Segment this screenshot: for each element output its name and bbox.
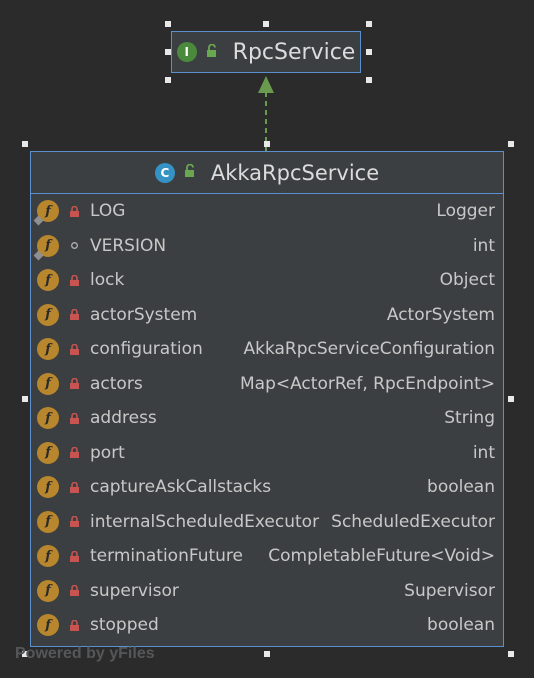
field-icon: f (37, 269, 59, 292)
field-icon: f (37, 372, 59, 395)
interface-icon: I (176, 42, 197, 62)
resize-handle[interactable] (508, 396, 514, 402)
field-name: supervisor (90, 580, 179, 601)
resize-handle[interactable] (165, 77, 171, 83)
field-row[interactable]: f lock Object (31, 263, 503, 298)
field-name: port (90, 442, 125, 463)
field-type: Map<ActorRef, RpcEndpoint> (239, 373, 495, 394)
field-row[interactable]: f port int (31, 436, 503, 471)
private-lock-icon (70, 619, 79, 631)
interface-title: RpcService (232, 39, 356, 65)
field-row[interactable]: f supervisor Supervisor (31, 574, 503, 609)
private-lock-icon (70, 343, 79, 355)
field-type: ActorSystem (386, 304, 495, 325)
resize-handle[interactable] (165, 49, 171, 55)
field-name: internalScheduledExecutor (90, 511, 320, 532)
field-row[interactable]: f actors Map<ActorRef, RpcEndpoint> (31, 367, 503, 402)
field-name: LOG (90, 201, 126, 222)
field-type: boolean (427, 615, 495, 636)
field-row[interactable]: f captureAskCallstacks boolean (31, 470, 503, 505)
resize-handle[interactable] (264, 141, 270, 147)
resize-handle[interactable] (508, 141, 514, 147)
field-icon: f (37, 510, 59, 533)
field-type: Object (439, 270, 495, 291)
package-visibility-icon (71, 242, 78, 250)
class-icon: C (154, 162, 175, 183)
field-type: String (444, 408, 495, 429)
resize-handle[interactable] (22, 141, 28, 147)
field-icon: f (37, 303, 59, 326)
field-row[interactable]: f address String (31, 401, 503, 436)
field-icon: f (37, 338, 59, 361)
class-header: C AkkaRpcService (31, 152, 503, 194)
private-lock-icon (70, 274, 79, 286)
watermark: Powered by yFiles (15, 645, 155, 662)
field-row[interactable]: f internalScheduledExecutor ScheduledExecu… (31, 505, 503, 540)
field-name: actors (90, 373, 143, 394)
resize-handle[interactable] (508, 651, 514, 657)
field-icon: f (37, 441, 59, 464)
field-row[interactable]: f configuration AkkaRpcServiceConfiguratio… (31, 332, 503, 367)
private-lock-icon (70, 309, 79, 321)
private-lock-icon (70, 585, 79, 597)
field-icon: f (37, 614, 59, 637)
field-name: terminationFuture (90, 546, 243, 567)
field-type: boolean (427, 477, 495, 498)
private-lock-icon (70, 447, 79, 459)
field-icon: f (37, 407, 59, 430)
field-type: Logger (436, 201, 495, 222)
field-name: actorSystem (90, 304, 198, 325)
resize-handle[interactable] (165, 21, 171, 27)
private-lock-icon (70, 412, 79, 424)
field-name: lock (90, 270, 125, 291)
interface-node-rpcservice[interactable]: I RpcService (171, 31, 361, 73)
field-name: stopped (90, 615, 159, 636)
field-type: int (472, 235, 495, 256)
field-type: Supervisor (404, 580, 495, 601)
field-name: VERSION (90, 235, 167, 256)
field-row[interactable]: f stopped boolean (31, 608, 503, 643)
resize-handle[interactable] (22, 651, 28, 657)
field-row[interactable]: f VERSION int (31, 229, 503, 264)
public-lock-icon (183, 163, 197, 182)
field-icon: f (37, 476, 59, 499)
public-lock-icon (205, 43, 219, 62)
field-icon: f (37, 200, 59, 223)
field-name: captureAskCallstacks (90, 477, 272, 498)
resize-handle[interactable] (366, 77, 372, 83)
field-type: CompletableFuture<Void> (268, 546, 495, 567)
private-lock-icon (70, 550, 79, 562)
private-lock-icon (70, 516, 79, 528)
private-lock-icon (70, 481, 79, 493)
field-name: address (90, 408, 157, 429)
resize-handle[interactable] (22, 396, 28, 402)
field-icon: f (37, 545, 59, 568)
resize-handle[interactable] (366, 49, 372, 55)
field-type: ScheduledExecutor (331, 511, 495, 532)
field-type: int (472, 442, 495, 463)
resize-handle[interactable] (264, 651, 270, 657)
resize-handle[interactable] (366, 21, 372, 27)
field-row[interactable]: f actorSystem ActorSystem (31, 298, 503, 333)
private-lock-icon (70, 378, 79, 390)
field-icon: f (37, 234, 59, 257)
private-lock-icon (70, 205, 79, 217)
field-row[interactable]: f LOG Logger (31, 194, 503, 229)
field-type: AkkaRpcServiceConfiguration (243, 339, 495, 360)
field-row[interactable]: f terminationFuture CompletableFuture<Void… (31, 539, 503, 574)
field-icon: f (37, 579, 59, 602)
field-name: configuration (90, 339, 203, 360)
resize-handle[interactable] (263, 21, 269, 27)
class-title: AkkaRpcService (210, 160, 380, 185)
